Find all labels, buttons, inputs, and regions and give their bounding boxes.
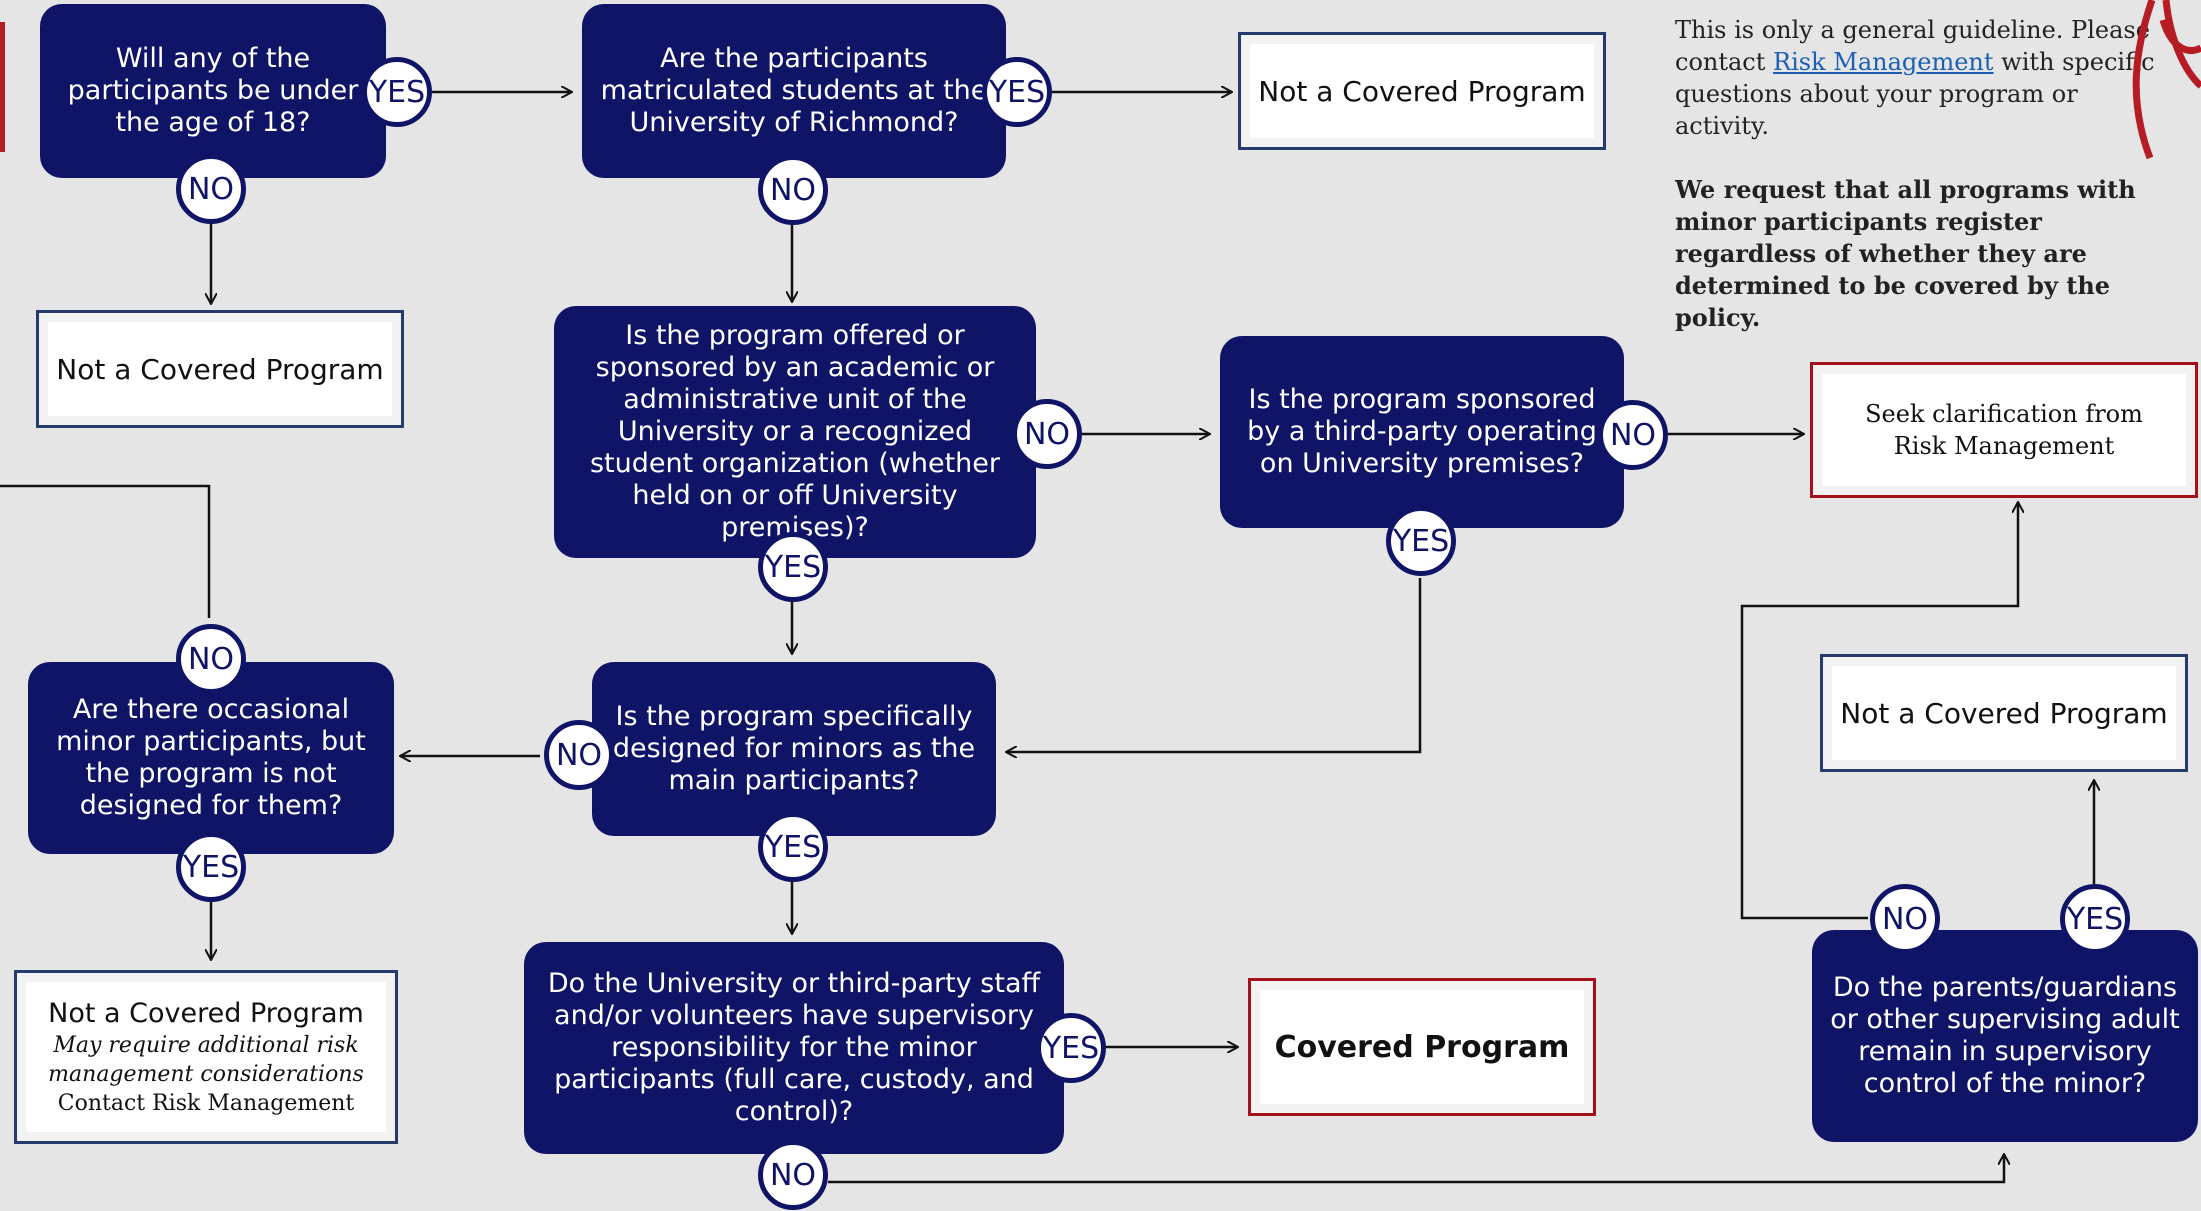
risk-management-link[interactable]: Risk Management [1773,48,1994,76]
result-seek-clarification: Seek clarification from Risk Management [1810,362,2198,498]
answer-yes: YES [362,57,432,127]
answer-no: NO [544,720,614,790]
answer-no: NO [1012,399,1082,469]
edge-decoration [0,22,5,152]
question-third-party: Is the program sponsored by a third-part… [1220,336,1624,528]
result-text: Not a Covered Program [1840,696,2168,730]
question-parents-supervising: Do the parents/guardians or other superv… [1812,930,2198,1142]
result-subtext-line1: May require additional risk [53,1032,359,1058]
result-text: Covered Program [1274,1029,1570,1065]
answer-no: NO [1870,884,1940,954]
question-text: Do the University or third-party staff a… [547,968,1041,1127]
question-text: Is the program sponsored by a third-part… [1247,384,1597,479]
result-not-covered-parents: Not a Covered Program [1820,654,2188,772]
answer-yes: YES [758,812,828,882]
guideline-note: This is only a general guideline. Please… [1675,14,2175,366]
question-text: Is the program specifically designed for… [612,701,976,796]
answer-yes: YES [1386,506,1456,576]
result-covered-program: Covered Program [1248,978,1596,1116]
result-contact-line: Contact Risk Management [57,1090,355,1116]
answer-no: NO [1598,400,1668,470]
answer-no: NO [176,154,246,224]
answer-yes: YES [2060,884,2130,954]
result-not-covered-occasional: Not a Covered Program May require additi… [14,970,398,1144]
note-registration-request: We request that all programs with minor … [1675,175,2136,332]
result-subtext-line2: management considerations [48,1061,364,1087]
question-designed-for-minors: Is the program specifically designed for… [592,662,996,836]
question-sponsored-by-university: Is the program offered or sponsored by a… [554,306,1036,558]
result-text-line1: Seek clarification from [1865,400,2143,428]
question-matriculated: Are the participants matriculated studen… [582,4,1006,178]
question-text: Are the participants matriculated studen… [600,43,988,138]
result-text: Not a Covered Program [1258,74,1586,108]
result-text: Not a Covered Program [48,997,364,1029]
spider-logo-fragment [2132,0,2201,160]
answer-yes: YES [176,832,246,902]
question-text: Is the program offered or sponsored by a… [589,320,1000,543]
answer-no: NO [176,624,246,694]
answer-no: NO [758,1140,828,1210]
result-text-line2: Risk Management [1893,432,2115,460]
question-text: Will any of the participants be under th… [67,43,359,138]
answer-yes: YES [758,532,828,602]
question-text: Are there occasional minor participants,… [56,694,366,821]
question-under-18: Will any of the participants be under th… [40,4,386,178]
result-not-covered-matriculated: Not a Covered Program [1238,32,1606,150]
question-text: Do the parents/guardians or other superv… [1830,972,2180,1099]
result-text: Not a Covered Program [56,352,384,386]
note-text-1: This is only a general guideline. Please… [1675,16,2150,76]
question-occasional-minors: Are there occasional minor participants,… [28,662,394,854]
answer-yes: YES [982,57,1052,127]
answer-yes: YES [1036,1013,1106,1083]
answer-no: NO [758,155,828,225]
question-supervisory-responsibility: Do the University or third-party staff a… [524,942,1064,1154]
note-text-2: with specific questions about your progr… [1675,48,2155,140]
result-not-covered-adults: Not a Covered Program [36,310,404,428]
